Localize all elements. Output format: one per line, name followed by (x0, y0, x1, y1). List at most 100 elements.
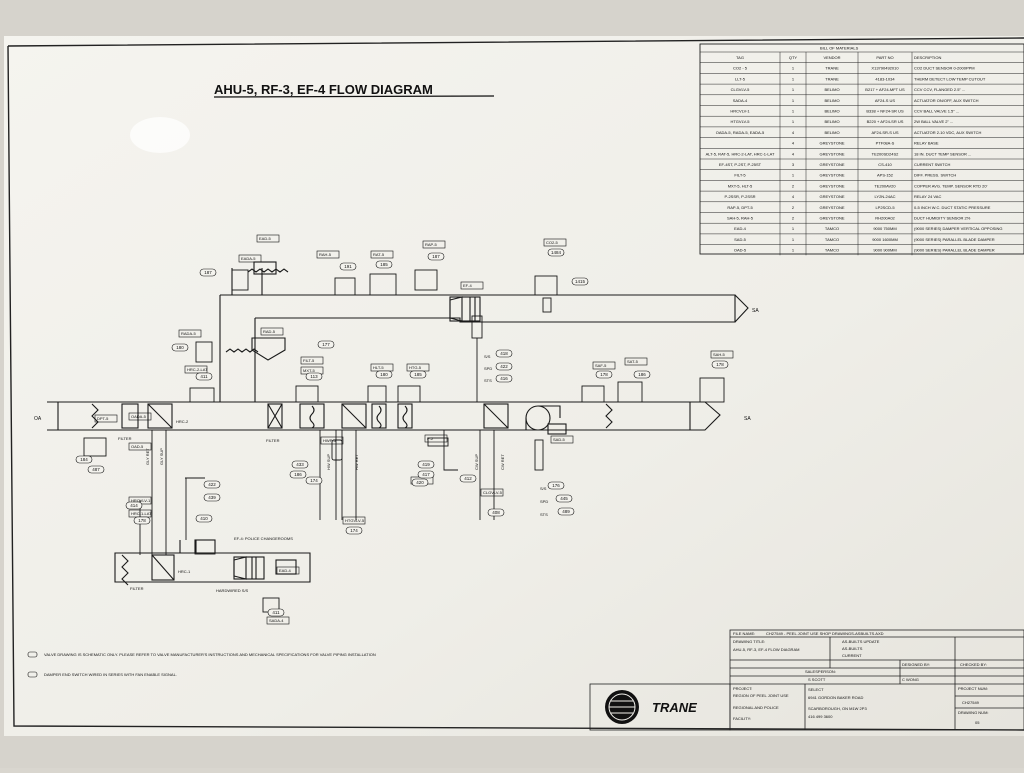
label-gly-sup: GLY SUP (159, 448, 164, 465)
bom-cell: GREYSTONE (819, 205, 844, 210)
point-value-pill (345, 526, 363, 535)
point-value: 433 (296, 462, 304, 467)
point-value: 420 (416, 480, 424, 485)
bom-cell: TAMCO (825, 226, 839, 231)
bom-cell: 4183-1034 (875, 76, 895, 81)
bom-cell: CS-410 (878, 162, 892, 167)
tag-label: HRCVLV-1 (131, 498, 151, 503)
bom-cell: OAD-5 (734, 248, 747, 253)
piping (139, 315, 544, 555)
tag-label: HTG-5 (409, 365, 422, 370)
tag-label: RADA-5 (181, 331, 196, 336)
trane-logo: TRANE (605, 690, 697, 724)
label-hw-sup: HW SUP (326, 454, 331, 470)
bom-cell: 1 (792, 173, 795, 178)
bom-cell: TE200SD24S2 (872, 151, 899, 156)
label-ss-2: S/S (540, 486, 547, 491)
bom-cell: TRANE (825, 66, 839, 71)
bom-cell: 2 (792, 205, 795, 210)
point-value: 174 (310, 478, 318, 483)
point-value: 1415 (575, 279, 586, 284)
bom-cell: EAD-4 (734, 226, 747, 231)
sheet-border (7, 37, 1024, 731)
tag-box (710, 350, 734, 359)
bom-cell: 9000 750MM (873, 226, 896, 231)
bom-cell: CLGVLV-5 (731, 87, 751, 92)
point-value: 419 (422, 462, 430, 467)
tag-box (543, 238, 567, 247)
bom-cell: CURRENT SWITCH (914, 162, 950, 167)
return-duct (219, 268, 749, 353)
label-filter-1: FILTER (118, 436, 132, 441)
bom-cell: GREYSTONE (819, 141, 844, 146)
point-value: 184 (80, 457, 88, 462)
bom-cell: 4 (792, 194, 795, 199)
tag-box (316, 250, 340, 259)
tag-box (184, 365, 208, 374)
bom-cell: 1 (792, 226, 795, 231)
point-value: 422 (500, 364, 508, 369)
tb-designed-by-label: DESIGNED BY: (902, 662, 930, 667)
point-value: 178 (600, 372, 608, 377)
point-value: 418 (500, 351, 508, 356)
tb-drawing-num: 05 (975, 720, 980, 725)
point-value: 178 (138, 518, 146, 523)
bom-cell: RELAY BASE (914, 141, 939, 146)
tb-rev-3: CURRENT (842, 653, 862, 658)
point-value-pill (203, 493, 221, 502)
point-value-pill (75, 455, 93, 464)
bom-header-cell: PART NO (876, 55, 893, 60)
tb-project-line-1: REGION OF PEEL JOINT USE (733, 693, 789, 698)
tag-label: MXT-5 (303, 368, 316, 373)
bom-cell: TE200AV20 (874, 183, 896, 188)
tag-box (370, 250, 394, 259)
note-2: DAMPER END SWITCH WIRED IN SERIES WITH F… (44, 672, 177, 677)
bom-cell: BELIMO (824, 87, 839, 92)
bom-cell: ALT-5, RAT-5, HRC-2-LAT, HRC-1-LAT (706, 151, 775, 156)
tag-label: SAT-5 (627, 359, 639, 364)
drawing-title: AHU-5, RF-3, EF-4 FLOW DIAGRAM (214, 82, 433, 97)
bom-cell: DUCT HUMIDITY SENSOR 2% (914, 216, 971, 221)
tag-label: HTGVLV-5 (345, 518, 365, 523)
point-value-pill (87, 465, 105, 474)
bom-cell: DIFF. PRESS. SWITCH (914, 173, 956, 178)
point-value: 487 (92, 467, 100, 472)
bom-header-cell: VENDOR (823, 55, 840, 60)
tag-box (300, 356, 324, 365)
point-value: 417 (422, 472, 430, 477)
tb-facility-label: FACILITY: (733, 716, 751, 721)
point-value-pill (595, 370, 613, 379)
label-spd-1: SPD (484, 366, 492, 371)
point-value: 187 (204, 270, 212, 275)
tb-salesperson-label: SALESPERSON: (805, 669, 836, 674)
tag-box (128, 412, 152, 421)
bom-cell: LY2N-24AC (874, 194, 895, 199)
point-value: 186 (638, 372, 646, 377)
bom-cell: AF24-SR-S US (871, 130, 898, 135)
bom-cell: 2 (792, 216, 795, 221)
tag-label: HWP-5 (323, 438, 337, 443)
bom-cell: TAMCO (825, 237, 839, 242)
bom-cell: P-2SSR, P-2SSR (724, 194, 755, 199)
point-value-pill (291, 460, 309, 469)
title-underline (213, 95, 495, 98)
point-value-pill (171, 343, 189, 352)
bom-cell: B338 + NF24-SR US (866, 109, 904, 114)
point-value-pill (417, 460, 435, 469)
point-value: 177 (322, 342, 330, 347)
tag-label: FILT-5 (303, 358, 315, 363)
tag-box (592, 361, 616, 370)
label-cw-sup: CW SUP (474, 454, 479, 470)
label-spd-2: SPD (540, 499, 548, 504)
tag-box (422, 240, 446, 249)
tag-label: EADA-5 (241, 256, 256, 261)
tag-label: EAD-4 (279, 568, 292, 573)
tag-box (266, 616, 290, 625)
label-ef4-caption: EF-4: POLICE CHANGEROOMS (234, 536, 293, 541)
point-value-pill (411, 478, 429, 487)
label-sts-1: STS (484, 378, 492, 383)
point-value: 176 (552, 483, 560, 488)
tb-address-4: 416 499 3600 (808, 714, 833, 719)
